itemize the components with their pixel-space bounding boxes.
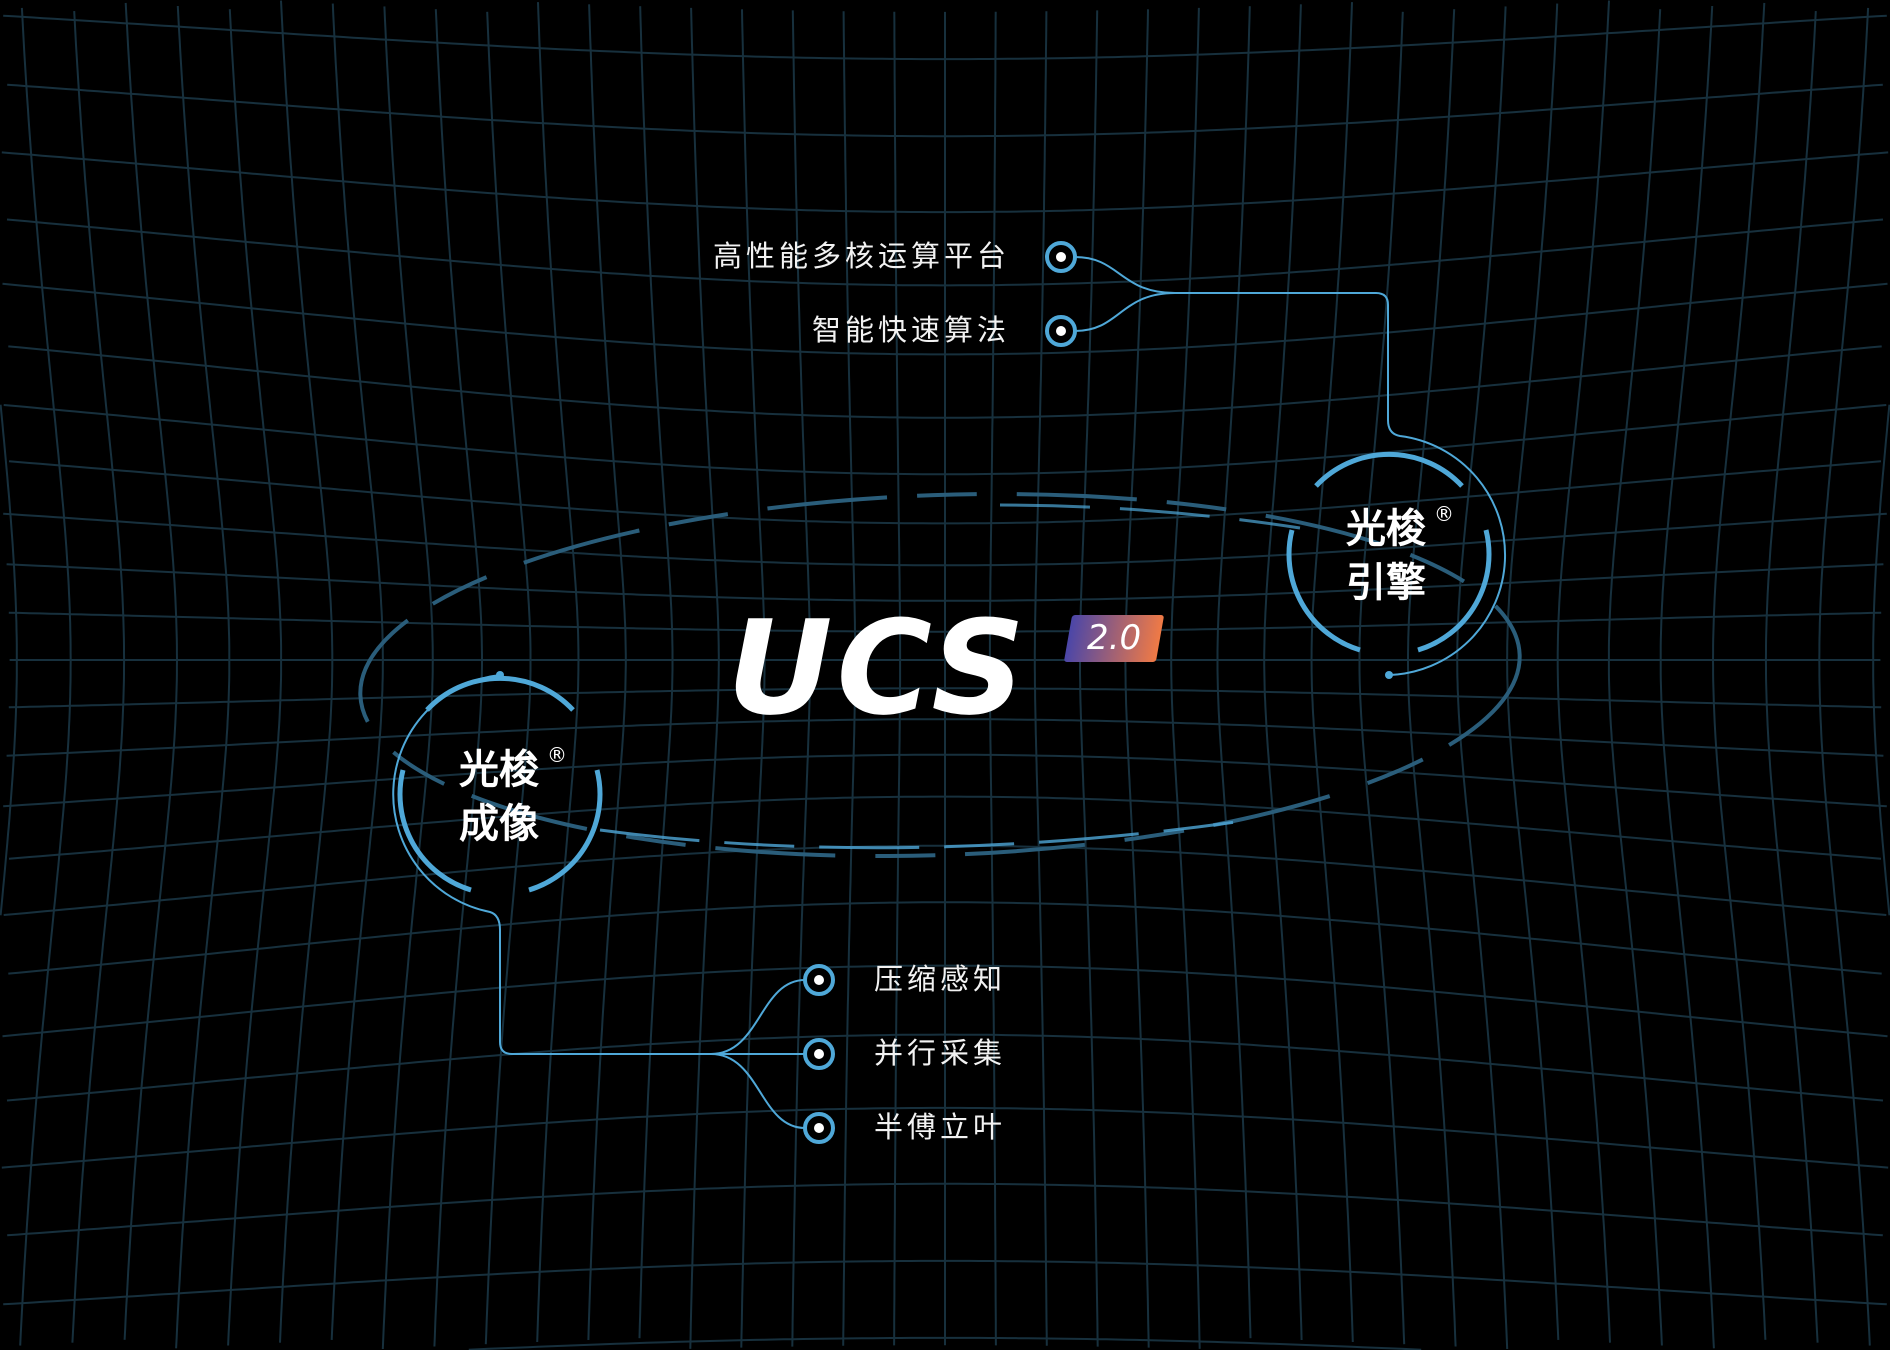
- feature-node-dot: [814, 1049, 824, 1059]
- grid-line: [175, 5, 231, 1349]
- grid-line: [1506, 3, 1560, 1340]
- grid-line: [689, 7, 720, 1349]
- imaging-feature-label: 并行采集: [874, 1036, 1007, 1070]
- imaging-ring-right: [528, 769, 603, 893]
- grid-line: [8, 345, 1882, 419]
- engine-title: 光梭 ® 引擎: [1346, 502, 1516, 610]
- grid-line: [8, 687, 1882, 709]
- grid-line: [6, 563, 1884, 602]
- engine-title-line1: 光梭: [1346, 506, 1426, 552]
- engine-feature-label: 高性能多核运算平台: [712, 239, 1010, 273]
- registered-mark: ®: [1434, 502, 1454, 526]
- grid-line: [3, 14, 1887, 61]
- orbit-highlight: [999, 503, 1301, 530]
- imaging-ring-left: [397, 769, 472, 893]
- imaging-connector: [392, 674, 806, 1129]
- grid-line: [3, 512, 1887, 567]
- imaging-feature-label: 半傅立叶: [874, 1110, 1007, 1144]
- grid-line: [6, 1033, 1884, 1102]
- grid-line: [7, 83, 1883, 138]
- grid-line: [7, 1182, 1883, 1237]
- grid-line: [1170, 7, 1201, 1349]
- grid-line: [123, 2, 179, 1340]
- grid-line: [1033, 11, 1048, 1346]
- feature-node-dot: [1056, 252, 1066, 262]
- version-text: 2.0: [1087, 618, 1142, 658]
- grid-line: [8, 611, 1882, 633]
- grid-line: [1407, 9, 1457, 1347]
- imaging-title-line2: 成像: [459, 801, 539, 847]
- grid-line: [1456, 6, 1509, 1350]
- grid-line: [468, 1336, 1422, 1350]
- grid-line: [279, 0, 334, 1343]
- grid-line: [8, 460, 1882, 525]
- grid-line: [433, 9, 483, 1347]
- grid-line: [1764, 11, 1819, 1343]
- grid-line: [842, 11, 857, 1346]
- engine-ring-top: [1314, 451, 1464, 488]
- engine-connector: [1074, 256, 1507, 676]
- grid-line: [381, 6, 434, 1350]
- grid-line: [1818, 7, 1871, 1346]
- grid-line: [1556, 0, 1611, 1343]
- orbit-ellipse: [358, 491, 1522, 859]
- grid-line: [1124, 9, 1150, 1348]
- grid-line: [6, 718, 1884, 757]
- grid-line: [1711, 2, 1767, 1340]
- grid-line: [8, 901, 1882, 975]
- feature-node-dot: [814, 975, 824, 985]
- grid-line: [330, 3, 384, 1340]
- grid-line: [1, 151, 1889, 214]
- ucs-logo: UCS: [727, 592, 1029, 744]
- grid-line: [1079, 10, 1099, 1347]
- grid-line: [1607, 9, 1663, 1346]
- grid-line: [1, 1106, 1889, 1169]
- engine-feature-label: 智能快速算法: [811, 313, 1010, 347]
- grid-line: [791, 10, 811, 1347]
- grid-line: [1358, 11, 1406, 1345]
- imaging-ring-top: [425, 675, 575, 712]
- grid-line: [484, 11, 532, 1345]
- feature-node-dot: [1056, 326, 1066, 336]
- registered-mark: ®: [547, 743, 567, 767]
- grid-line: [988, 11, 997, 1346]
- engine-title-row: 光梭 ®: [1346, 502, 1516, 556]
- imaging-feature-label: 压缩感知: [874, 962, 1007, 996]
- grid-line: [2, 282, 1888, 356]
- engine-title-line2: 引擎: [1346, 560, 1426, 606]
- grid-line: [8, 795, 1882, 860]
- grid-line: [1659, 5, 1715, 1349]
- grid-line: [893, 11, 902, 1346]
- grid-line: [19, 7, 72, 1346]
- engine-end-dot: [1385, 671, 1393, 679]
- orbit-highlight: [599, 818, 1251, 850]
- grid-line: [3, 404, 1887, 476]
- imaging-title-row: 光梭 ®: [459, 743, 629, 797]
- engine-ring-right: [1417, 529, 1492, 653]
- imaging-title-line1: 光梭: [459, 747, 539, 793]
- grid-line: [6, 218, 1884, 287]
- engine-ring-left: [1286, 529, 1361, 653]
- grid-line: [71, 11, 126, 1343]
- grid-line: [740, 9, 766, 1348]
- grid-line: [3, 753, 1887, 808]
- version-badge: 2.0: [1063, 615, 1165, 662]
- grid-line: [227, 9, 283, 1346]
- feature-node-dot: [814, 1123, 824, 1133]
- grid-line: [3, 1259, 1887, 1306]
- imaging-title: 光梭 ® 成像: [459, 743, 629, 851]
- grid-line: [2, 964, 1888, 1038]
